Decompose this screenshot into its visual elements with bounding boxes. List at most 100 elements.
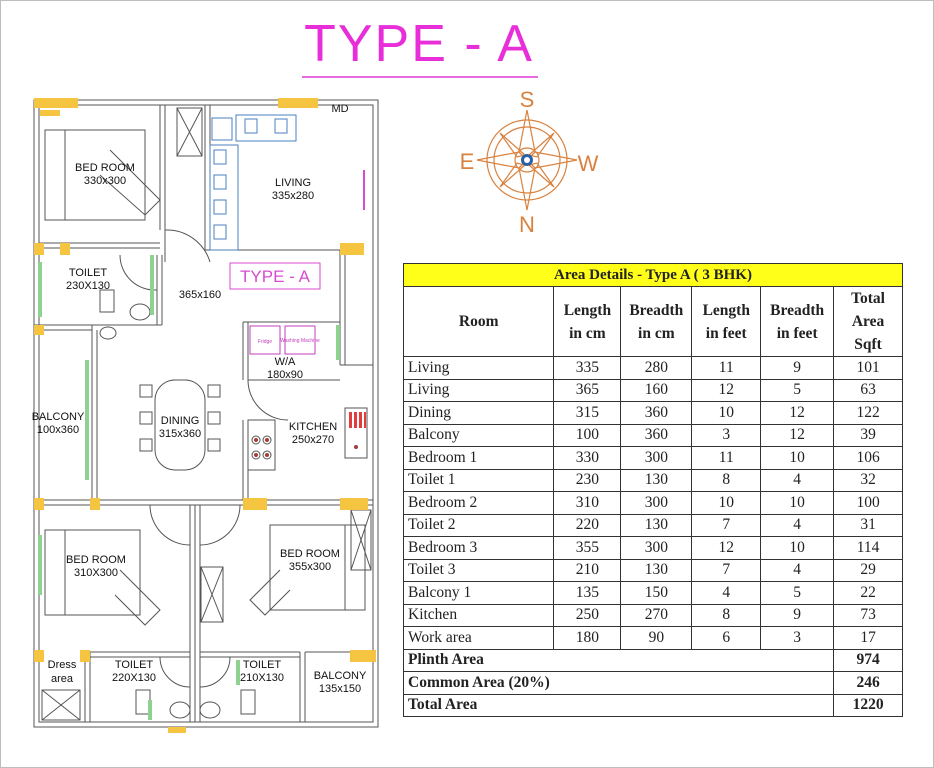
row-value: 11	[691, 356, 762, 380]
table-heading: Area Details - Type A ( 3 BHK)	[403, 263, 903, 287]
row-value: 106	[833, 446, 903, 470]
type-stamp: TYPE - A	[240, 267, 311, 286]
row-value: 4	[760, 558, 835, 582]
row-value: 12	[691, 536, 762, 560]
row-value: 63	[833, 378, 903, 402]
row-value: 114	[833, 536, 903, 560]
bedroom1-size: 330x300	[84, 175, 126, 187]
compass-bottom-label: N	[519, 212, 535, 237]
row-value: 300	[620, 536, 693, 560]
row-value: 300	[620, 446, 693, 470]
row-value: 310	[553, 491, 622, 515]
row-value: 4	[760, 513, 835, 537]
row-value: 130	[620, 558, 693, 582]
col-breadth-ft: Breadth in feet	[760, 286, 835, 357]
col-total-area: Total Area Sqft	[833, 286, 903, 357]
toilet2-size: 220X130	[112, 672, 156, 684]
page-title: TYPE - A	[304, 15, 534, 73]
row-room-name: Toilet 3	[402, 558, 555, 582]
summary-label: Plinth Area	[402, 648, 835, 672]
row-value: 270	[620, 603, 693, 627]
outer-wall	[33, 99, 379, 728]
row-room-name: Bedroom 3	[402, 536, 555, 560]
row-value: 315	[553, 401, 622, 425]
row-value: 12	[691, 378, 762, 402]
row-value: 12	[760, 401, 835, 425]
row-value: 355	[553, 536, 622, 560]
toilet1-name: TOILET	[69, 267, 108, 279]
row-value: 73	[833, 603, 903, 627]
row-value: 29	[833, 558, 903, 582]
row-value: 7	[691, 513, 762, 537]
row-value: 7	[691, 558, 762, 582]
summary-label: Common Area (20%)	[402, 671, 835, 695]
toilet3-size: 210X130	[240, 672, 284, 684]
summary-value: 1220	[833, 693, 903, 717]
balcony-name: BALCONY	[32, 411, 85, 423]
row-value: 220	[553, 513, 622, 537]
balcony1-name: BALCONY	[314, 670, 367, 682]
compass-right-label: W	[578, 151, 599, 176]
row-value: 160	[620, 378, 693, 402]
row-value: 6	[691, 626, 762, 650]
row-value: 130	[620, 513, 693, 537]
balcony-size: 100x360	[37, 424, 79, 436]
dress-name: Dress	[48, 659, 77, 671]
toilet2-name: TOILET	[115, 659, 154, 671]
washing-machine-label: Washing Machine	[280, 338, 320, 344]
summary-value: 974	[833, 648, 903, 672]
row-room-name: Balcony	[402, 423, 555, 447]
living-size: 335x280	[272, 190, 314, 202]
col-room: Room	[402, 286, 555, 357]
md-label: MD	[331, 103, 348, 115]
row-value: 11	[691, 446, 762, 470]
row-value: 230	[553, 468, 622, 492]
row-value: 150	[620, 581, 693, 605]
row-value: 335	[553, 356, 622, 380]
row-room-name: Kitchen	[402, 603, 555, 627]
row-room-name: Living	[402, 378, 555, 402]
row-value: 330	[553, 446, 622, 470]
row-value: 39	[833, 423, 903, 447]
row-room-name: Living	[402, 356, 555, 380]
row-value: 32	[833, 468, 903, 492]
row-value: 10	[691, 491, 762, 515]
row-value: 17	[833, 626, 903, 650]
row-value: 100	[833, 491, 903, 515]
row-room-name: Toilet 2	[402, 513, 555, 537]
row-value: 10	[760, 491, 835, 515]
row-value: 3	[760, 626, 835, 650]
compass-rose: S E W N	[460, 87, 599, 237]
col-breadth-cm: Breadth in cm	[620, 286, 693, 357]
summary-plinth: Plinth Area 974	[402, 648, 903, 672]
row-value: 5	[760, 581, 835, 605]
row-value: 365	[553, 378, 622, 402]
bedroom3-name: BED ROOM	[280, 548, 340, 560]
row-value: 22	[833, 581, 903, 605]
row-value: 4	[760, 468, 835, 492]
row-value: 210	[553, 558, 622, 582]
col-length-cm: Length in cm	[553, 286, 622, 357]
kitchen-name: KITCHEN	[289, 421, 337, 433]
title-underline	[302, 76, 538, 78]
row-value: 135	[553, 581, 622, 605]
dining-name: DINING	[161, 415, 200, 427]
bedroom1-name: BED ROOM	[75, 162, 135, 174]
row-value: 4	[691, 581, 762, 605]
living-name: LIVING	[275, 177, 311, 189]
row-value: 8	[691, 468, 762, 492]
row-value: 10	[760, 536, 835, 560]
summary-value: 246	[833, 671, 903, 695]
summary-total: Total Area 1220	[402, 693, 903, 717]
bedroom2-size: 310X300	[74, 567, 118, 579]
row-value: 360	[620, 401, 693, 425]
col-length-ft: Length in feet	[691, 286, 762, 357]
